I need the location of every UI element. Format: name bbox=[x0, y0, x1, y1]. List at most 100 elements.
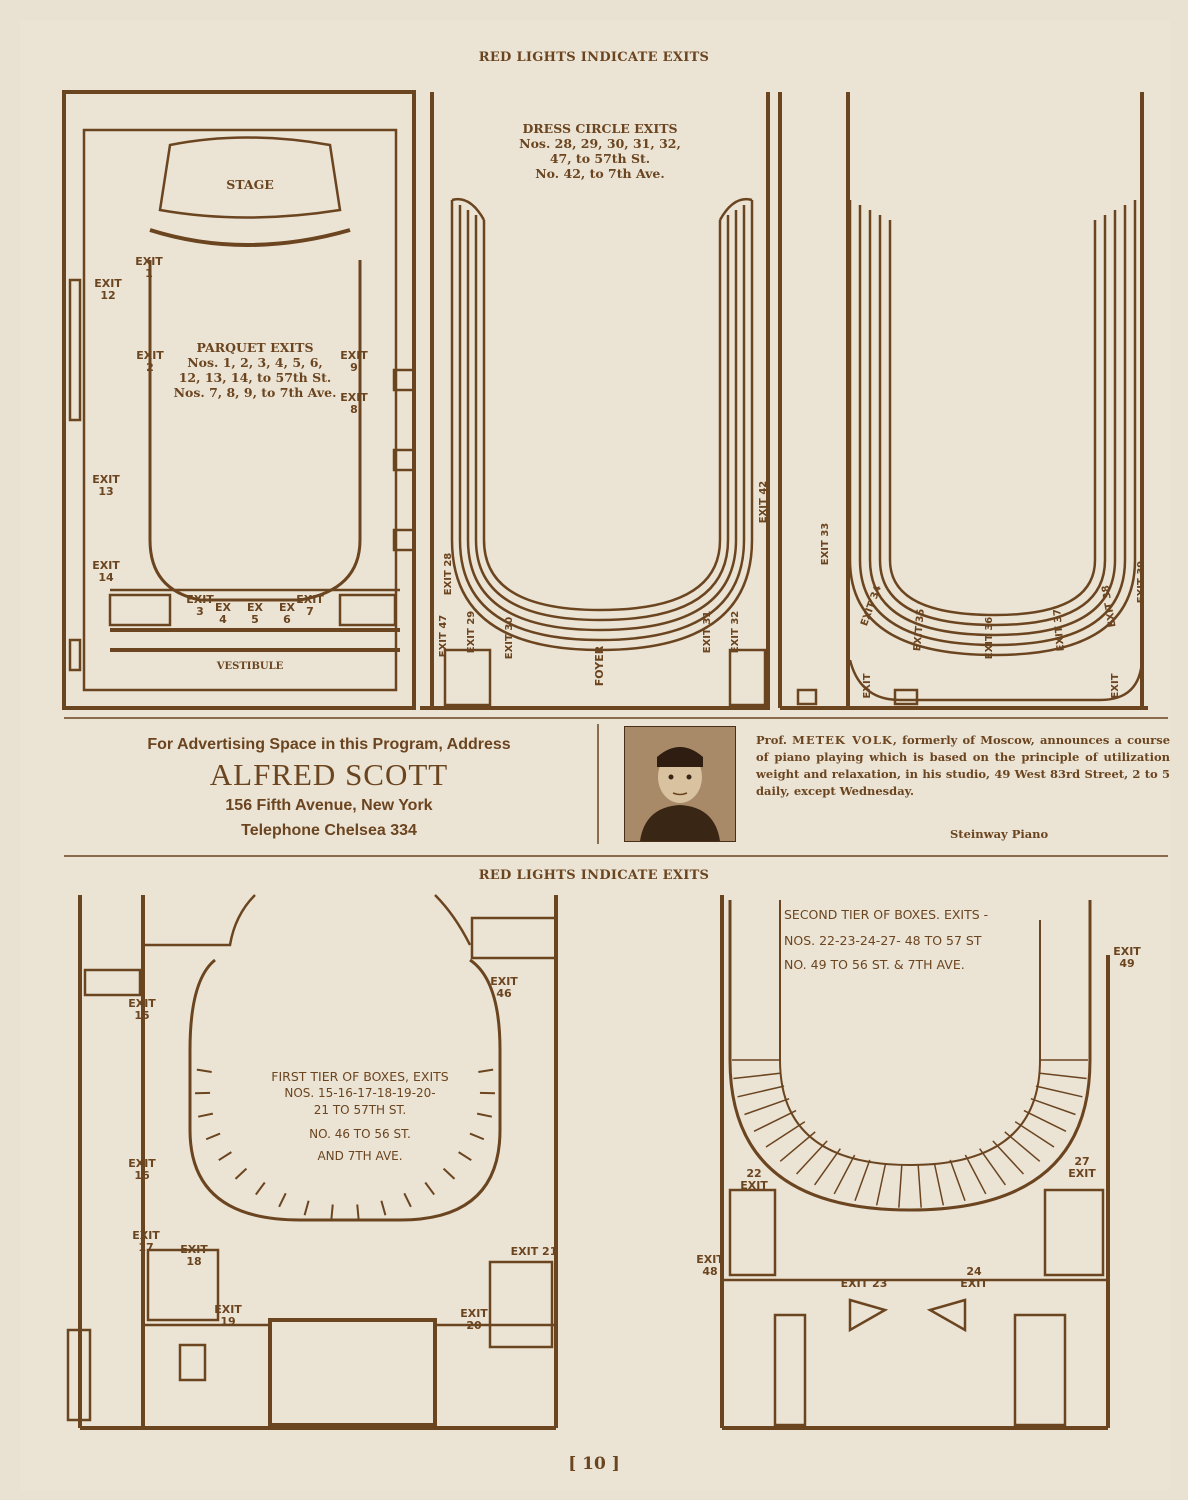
box-divider bbox=[476, 1112, 493, 1118]
box-divider bbox=[737, 1085, 785, 1098]
exit-2-label: EXIT 2 bbox=[136, 349, 164, 374]
first-tier-line2: NOS. 15-16-17-18-19-20- bbox=[284, 1086, 436, 1100]
exit-20-label: EXIT 20 bbox=[460, 1307, 488, 1332]
exit-21-label: EXIT 21 bbox=[510, 1245, 558, 1258]
dress-circle-title: DRESS CIRCLE EXITS bbox=[522, 121, 678, 136]
advert-line1: For Advertising Space in this Program, A… bbox=[147, 736, 511, 753]
box-divider bbox=[1014, 1121, 1055, 1148]
box-divider bbox=[795, 1140, 828, 1175]
exit-27-label: 27 EXIT bbox=[1068, 1155, 1096, 1180]
bottom-header: RED LIGHTS INDICATE EXITS bbox=[478, 868, 710, 883]
exit-3-label: EXIT 3 bbox=[186, 593, 214, 618]
box-divider bbox=[744, 1097, 790, 1116]
box-divider bbox=[753, 1109, 797, 1132]
exit-49-label: EXIT 49 bbox=[1113, 945, 1141, 970]
box-divider bbox=[1038, 1072, 1087, 1080]
box-divider bbox=[303, 1200, 310, 1216]
box-divider bbox=[854, 1159, 871, 1202]
box-divider bbox=[1004, 1131, 1041, 1162]
box-divider bbox=[992, 1140, 1025, 1175]
vestibule-label: VESTIBULE bbox=[216, 661, 284, 672]
volk-text: , formerly of Moscow, announces a course… bbox=[756, 733, 1171, 798]
parquet-exits-line2: 12, 13, 14, to 57th St. bbox=[178, 370, 332, 385]
first-tier-line4: NO. 46 TO 56 ST. bbox=[309, 1127, 411, 1141]
exit-6-label: EX 6 bbox=[279, 601, 295, 626]
box-divider bbox=[1035, 1085, 1083, 1098]
parquet-plan bbox=[62, 90, 416, 710]
exit-22-label: 22 EXIT bbox=[740, 1167, 768, 1192]
second-tier-line3: NO. 49 TO 56 ST. & 7TH AVE. bbox=[784, 957, 965, 972]
box-divider bbox=[255, 1181, 266, 1196]
first-tier-plan bbox=[66, 894, 558, 1430]
exit-19-label: EXIT 19 bbox=[214, 1303, 242, 1328]
exit-12-label: EXIT 12 bbox=[94, 277, 122, 302]
box-divider bbox=[917, 1164, 922, 1208]
top-header: RED LIGHTS INDICATE EXITS bbox=[478, 50, 710, 65]
advert-address: 156 Fifth Avenue, New York bbox=[225, 797, 433, 814]
exit-15-label: EXIT 15 bbox=[128, 997, 156, 1022]
box-divider bbox=[197, 1112, 214, 1118]
exit-4-label: EX 4 bbox=[215, 601, 231, 626]
advert-phone: Telephone Chelsea 334 bbox=[241, 822, 417, 839]
box-divider bbox=[380, 1200, 387, 1216]
exit-17-label: EXIT 17 bbox=[132, 1229, 160, 1254]
box-divider bbox=[933, 1162, 945, 1206]
exit-47-label: EXIT 47 bbox=[438, 614, 449, 658]
exit-39-label: EXIT 39 bbox=[1136, 560, 1147, 604]
dress-circle-line1: Nos. 28, 29, 30, 31, 32, bbox=[519, 136, 681, 151]
exit-42-label: EXIT 42 bbox=[758, 480, 769, 524]
box-divider bbox=[403, 1192, 412, 1208]
exit-8-label: EXIT 8 bbox=[340, 391, 368, 416]
exit-29-label: EXIT 29 bbox=[466, 610, 477, 654]
exit-9-label: EXIT 9 bbox=[340, 349, 368, 374]
box-divider bbox=[898, 1164, 903, 1208]
dress-circle-plan-left bbox=[420, 92, 770, 710]
dress-circle-plan-right bbox=[778, 92, 1148, 710]
exit-18-label: EXIT 18 bbox=[180, 1243, 208, 1268]
advert-name: ALFRED SCOTT bbox=[209, 757, 449, 792]
box-divider bbox=[765, 1121, 806, 1148]
exit-7-label: EXIT 7 bbox=[296, 593, 324, 618]
page-number: [ 10 ] bbox=[568, 1454, 620, 1474]
parquet-exits-line1: Nos. 1, 2, 3, 4, 5, 6, bbox=[187, 355, 323, 370]
box-divider bbox=[469, 1132, 485, 1141]
dress-circle-line2: 47, to 57th St. bbox=[549, 151, 651, 166]
parquet-exits-title: PARQUET EXITS bbox=[196, 340, 314, 355]
volk-notice: Prof. METEK VOLK, formerly of Moscow, an… bbox=[756, 732, 1170, 800]
exit-23-label: EXIT 23 bbox=[840, 1277, 888, 1290]
volk-footer: Steinway Piano bbox=[950, 827, 1049, 841]
dress-circle-line3: No. 42, to 7th Ave. bbox=[535, 166, 665, 181]
exit-33-label: EXIT 33 bbox=[820, 522, 831, 566]
first-tier-line1: FIRST TIER OF BOXES, EXITS bbox=[271, 1069, 449, 1084]
box-divider bbox=[1023, 1109, 1067, 1132]
box-divider bbox=[458, 1151, 472, 1162]
exit-lower-right-label: EXIT bbox=[1110, 673, 1121, 699]
box-divider bbox=[949, 1159, 966, 1202]
second-tier-line1: SECOND TIER OF BOXES. EXITS - bbox=[784, 907, 989, 922]
box-divider bbox=[875, 1162, 887, 1206]
exit-14-label: EXIT 14 bbox=[92, 559, 120, 584]
second-tier-plan bbox=[720, 895, 1110, 1430]
exit-36-label: EXIT 36 bbox=[984, 616, 995, 660]
first-tier-line3: 21 TO 57TH ST. bbox=[313, 1103, 407, 1117]
parquet-exits-line3: Nos. 7, 8, 9, to 7th Ave. bbox=[173, 385, 337, 400]
box-divider bbox=[218, 1151, 232, 1162]
exit-16-label: EXIT 16 bbox=[128, 1157, 156, 1182]
box-divider bbox=[330, 1204, 334, 1220]
volk-name: METEK VOLK bbox=[792, 733, 893, 747]
box-divider bbox=[234, 1167, 248, 1180]
exit-31-label: EXIT 31 bbox=[702, 610, 713, 654]
portrait-photo bbox=[624, 726, 736, 842]
exit-30-label: EXIT 30 bbox=[504, 616, 515, 660]
box-divider bbox=[1030, 1097, 1076, 1116]
foyer-label: FOYER bbox=[593, 645, 606, 687]
box-divider bbox=[356, 1204, 360, 1220]
exit-24-label: 24 EXIT bbox=[960, 1265, 988, 1290]
volk-prefix: Prof. bbox=[756, 733, 793, 747]
exit-32-label: EXIT 32 bbox=[730, 610, 741, 654]
box-divider bbox=[733, 1072, 782, 1080]
exit-28-label: EXIT 28 bbox=[443, 552, 454, 596]
box-divider bbox=[278, 1192, 287, 1208]
box-divider bbox=[833, 1154, 856, 1195]
